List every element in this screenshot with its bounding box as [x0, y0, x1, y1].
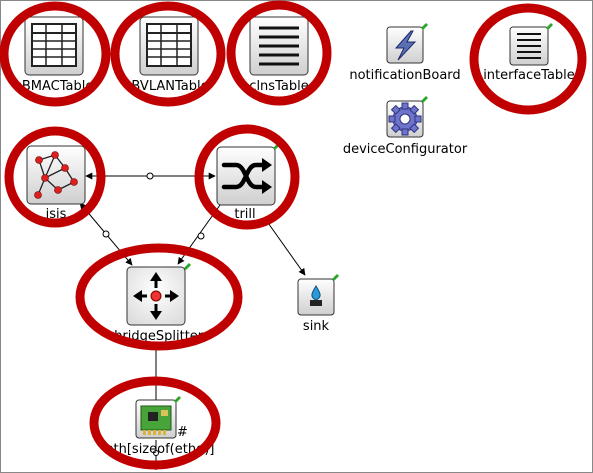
sink-drop-icon: [297, 278, 335, 316]
module-isis[interactable]: isis: [4, 126, 106, 228]
list-table-icon: [249, 16, 309, 76]
module-clns-table[interactable]: clnsTable: [226, 0, 332, 106]
module-label-clns: clnsTable: [249, 79, 308, 94]
gear-icon: [386, 100, 424, 138]
highlight-ring: [89, 376, 221, 470]
module-label-sink: sink: [303, 319, 330, 334]
highlight-ring: [4, 126, 106, 228]
module-trill[interactable]: trill: [194, 124, 300, 230]
module-notification-board[interactable]: notificationBoard: [349, 23, 461, 83]
status-tick: [332, 274, 339, 281]
highlight-ring: [226, 0, 332, 106]
status-tick: [174, 396, 181, 403]
module-label-eth: eth[sizeof(ethg)]: [106, 442, 215, 457]
multiplicity-badge: #: [177, 425, 188, 440]
highlight-ring: [0, 1, 111, 107]
module-label-interface: interfaceTable: [483, 68, 575, 83]
module-label-device-configurator: deviceConfigurator: [343, 142, 468, 157]
table-icon: [24, 16, 84, 76]
network-card-icon: [135, 399, 177, 439]
highlight-ring: [75, 243, 243, 351]
module-label-bmac: cBMACTable: [15, 79, 94, 94]
module-label-notification: notificationBoard: [349, 68, 460, 83]
highlight-ring: [469, 3, 587, 115]
module-eth[interactable]: # eth[sizeof(ethg)]: [89, 376, 221, 470]
status-tick: [546, 23, 553, 30]
connection-trill-sink[interactable]: [265, 219, 306, 276]
module-bmac-table[interactable]: cBMACTable: [0, 1, 111, 107]
status-tick: [184, 263, 191, 270]
highlight-ring: [194, 124, 300, 230]
module-rbridge-splitter[interactable]: rbridgeSplitter: [75, 243, 243, 351]
status-tick: [421, 23, 428, 30]
module-label-trill: trill: [234, 207, 255, 222]
module-bvlan-table[interactable]: BVLANTable: [110, 1, 226, 107]
module-label-bvlan: BVLANTable: [131, 79, 208, 94]
module-interface-table[interactable]: interfaceTable: [469, 3, 587, 115]
highlight-ring: [110, 1, 226, 107]
module-device-configurator[interactable]: deviceConfigurator: [343, 96, 468, 157]
network-graph-icon: [26, 145, 86, 205]
crossing-arrows-icon: [216, 146, 276, 206]
status-tick: [421, 96, 428, 103]
list-table-icon: [509, 26, 549, 66]
table-icon: [139, 16, 199, 76]
connection-isis-trill[interactable]: [85, 172, 216, 180]
module-sink[interactable]: sink: [297, 274, 339, 334]
lightning-icon: [386, 26, 424, 64]
splitter-icon: [126, 266, 186, 326]
